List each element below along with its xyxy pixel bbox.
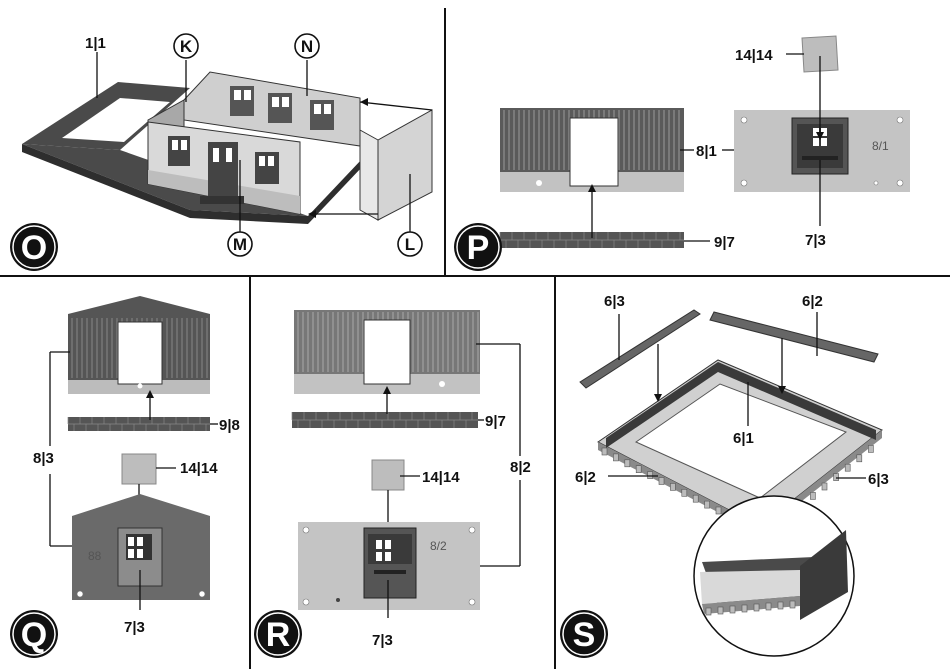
label-8-1: 8|1 — [696, 143, 717, 160]
frame-peg — [706, 608, 711, 615]
frame-peg — [834, 474, 839, 481]
label-9-8: 9|8 — [219, 417, 240, 434]
callout-k: K — [180, 37, 193, 56]
frame-peg — [857, 455, 862, 462]
step-badge-p: P — [467, 229, 490, 267]
frame-peg — [822, 483, 827, 490]
label-14-14-q: 14|14 — [180, 460, 218, 477]
frame-peg — [754, 604, 759, 611]
label-14-14-p: 14|14 — [735, 47, 773, 64]
panel-step-r: 9|7 8|2 14|14 8/2 7|3 R — [254, 310, 531, 658]
label-9-7-r: 9|7 — [485, 413, 506, 430]
frame-peg — [845, 464, 850, 471]
callout-l: L — [405, 235, 415, 254]
frame-peg — [648, 472, 653, 479]
frame-peg — [742, 605, 747, 612]
callout-n: N — [301, 37, 313, 56]
label-6-2-top: 6|2 — [802, 293, 823, 310]
step-badge-s: S — [573, 616, 596, 654]
frame-peg — [790, 601, 795, 608]
glass-pane-q — [122, 454, 156, 484]
label-7-3-q: 7|3 — [124, 619, 145, 636]
frame-peg — [613, 454, 618, 461]
frame-peg — [868, 445, 873, 452]
frame-peg — [730, 606, 735, 613]
label-1-1: 1|1 — [85, 35, 106, 52]
label-14-14-r: 14|14 — [422, 469, 460, 486]
callout-m: M — [233, 235, 247, 254]
side-wall-l — [378, 110, 432, 220]
frame-peg — [682, 489, 687, 496]
label-9-7: 9|7 — [714, 234, 735, 251]
frame-peg — [810, 492, 815, 499]
frame-peg — [766, 603, 771, 610]
frame-peg — [718, 607, 723, 614]
label-8-2: 8|2 — [510, 459, 531, 476]
stamp-8-2: 8/2 — [430, 539, 447, 553]
frame-peg — [778, 602, 783, 609]
panel-step-s: 6|3 6|2 6|1 6|2 6|3 S — [560, 293, 889, 658]
frame-peg — [659, 478, 664, 485]
label-8-3: 8|3 — [33, 450, 54, 467]
frame-peg — [693, 495, 698, 502]
frame-peg — [716, 507, 721, 514]
frame-peg — [670, 483, 675, 490]
glass-pane-r — [372, 460, 404, 490]
panel-step-q: 9|8 8|3 14|14 88 7|3 Q — [10, 296, 240, 658]
stamp-8-1: 8/1 — [872, 139, 889, 153]
frame-peg — [602, 448, 607, 455]
step-badge-r: R — [266, 616, 291, 654]
step-badge-q: Q — [21, 616, 47, 654]
rail-6-2 — [710, 312, 878, 362]
panel-step-o: 1|1 K N M L O — [10, 34, 432, 271]
frame-peg — [705, 501, 710, 508]
label-6-3-side: 6|3 — [868, 471, 889, 488]
step-badge-o: O — [21, 229, 47, 267]
stamp-88: 88 — [88, 549, 102, 563]
panel-step-p: 9|7 8|1 8/1 14|14 7|3 P — [454, 36, 910, 271]
frame-peg — [625, 460, 630, 467]
label-6-2-side: 6|2 — [575, 469, 596, 486]
label-6-1: 6|1 — [733, 430, 754, 447]
frame-peg — [636, 466, 641, 473]
rail-6-3 — [580, 310, 700, 388]
label-7-3-p: 7|3 — [805, 232, 826, 249]
label-7-3-r: 7|3 — [372, 632, 393, 649]
label-6-3-top: 6|3 — [604, 293, 625, 310]
